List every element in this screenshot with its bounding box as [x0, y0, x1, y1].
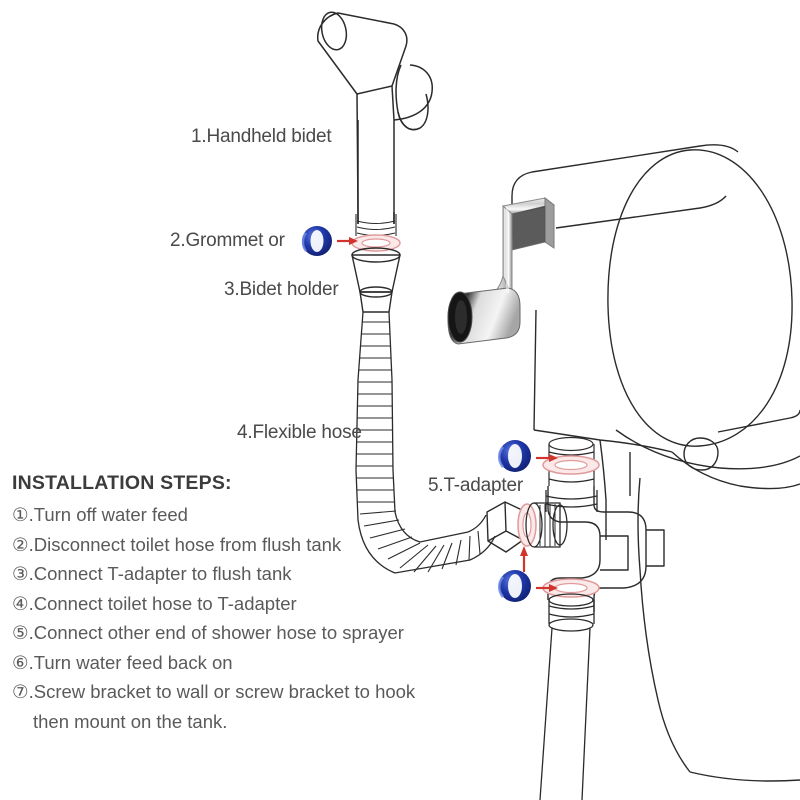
bracket-highlight [506, 206, 509, 294]
label-grommet: 2.Grommet or [170, 230, 285, 251]
step-item-1: ①.Turn off water feed [12, 504, 188, 525]
wall-bracket-group [447, 196, 556, 345]
grommet-ring-tadapter-top [497, 440, 531, 472]
bracket-hook-back [544, 196, 555, 249]
tadapter-side-port [525, 502, 568, 548]
seat-ellipse [607, 149, 793, 447]
hose-right-edge [388, 311, 487, 543]
tadapter-nut-upper [545, 490, 598, 512]
toilet-outline-group [511, 144, 800, 782]
supply-hose-left [539, 627, 553, 800]
washer-tadapter-bottom [542, 578, 600, 598]
tank-top-edge [511, 144, 739, 197]
toilet-pedestal [689, 771, 800, 782]
bidet-holder-group [351, 247, 401, 313]
holder-mid-rim [359, 286, 393, 298]
supply-hose-lower [539, 593, 595, 800]
flexible-hose-group [355, 311, 496, 574]
label-handheld-bidet: 1.Handheld bidet [191, 126, 332, 147]
toilet-body-contour [637, 477, 691, 773]
sprayer-trigger-inner [397, 111, 421, 131]
bracket-cradle-inner [455, 300, 467, 334]
sprayer-head-group [317, 11, 433, 224]
step-item-7: ⑦.Screw bracket to wall or screw bracket… [12, 681, 416, 702]
washer-tadapter-top [542, 455, 600, 475]
label-bidet-holder: 3.Bidet holder [224, 279, 339, 300]
arrow-upper [337, 237, 358, 245]
sprayer-nozzle-opening [320, 11, 348, 51]
installation-steps-title: INSTALLATION STEPS: [12, 472, 232, 494]
sprayer-body [356, 85, 395, 213]
grommet-ring-upper [301, 226, 332, 256]
sprayer-threads [355, 214, 397, 237]
bracket-hook-inner [511, 205, 546, 251]
arrow-side-up [520, 546, 528, 572]
tank-lower-detail [599, 439, 607, 540]
step-item-6: ⑥.Turn water feed back on [12, 651, 233, 673]
bowl-front [671, 451, 800, 490]
label-t-adapter: 5.T-adapter [428, 475, 523, 496]
hinge-bolt [683, 437, 719, 471]
installation-steps-block: INSTALLATION STEPS: ①.Turn off water fee… [12, 472, 482, 742]
tank-left-lower [533, 309, 537, 431]
step-item-3: ③.Connect T-adapter to flush tank [12, 563, 292, 584]
seat-hinge-arm [717, 409, 800, 433]
supply-hose-right [581, 627, 591, 800]
holder-top-rim [351, 247, 401, 263]
sprayer-grip [393, 64, 433, 121]
bowl-rim [615, 429, 800, 470]
arrow-tadapter-bottom [536, 584, 558, 592]
step-item-4: ④.Connect toilet hose to T-adapter [12, 592, 297, 614]
hose-left-edge [355, 311, 496, 574]
hose-nut-face [487, 501, 524, 542]
step-item-2: ②.Disconnect toilet hose from flush tank [12, 533, 342, 555]
arrow-tadapter-top [536, 454, 558, 462]
sprayer-nozzle [317, 12, 408, 95]
step-item-5: ⑤.Connect other end of shower hose to sp… [12, 622, 404, 643]
tank-front-top [555, 195, 727, 229]
grommet-ring-tadapter-bottom [497, 570, 531, 602]
label-flexible-hose: 4.Flexible hose [237, 422, 362, 443]
tadapter-side-washer [517, 503, 537, 547]
sprayer-shaft-outline [357, 120, 395, 224]
step-item-7-continuation: then mount on the tank. [33, 710, 228, 732]
